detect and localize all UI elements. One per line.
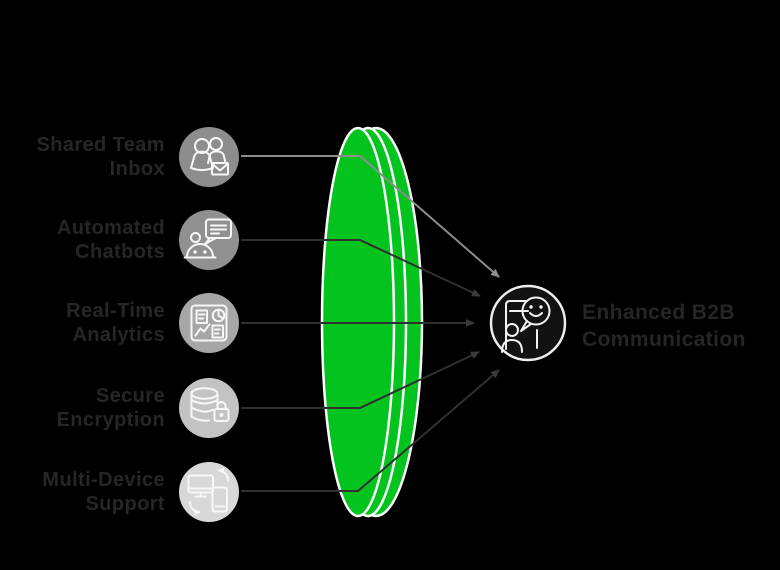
feature-label-real-time-analytics: Real-Time Analytics [66, 299, 165, 347]
chat-bubble-lines [210, 224, 227, 235]
sync-arrow-top [217, 467, 229, 482]
feature-label-shared-team-inbox: Shared Team Inbox [36, 133, 165, 181]
label-line: Automated [56, 217, 165, 239]
b2b-communication-icon [489, 284, 567, 362]
label-line: Chatbots [75, 241, 165, 263]
icon-circle [179, 293, 239, 353]
feature-label-secure-encryption: Secure Encryption [57, 384, 165, 432]
icon-circle [179, 378, 239, 438]
analytics-dashboard-icon [179, 293, 239, 353]
dashboard-trend-line [194, 323, 211, 337]
feature-label-multi-device-support: Multi-Device Support [42, 468, 165, 516]
label-line: Enhanced B2B [582, 301, 735, 324]
phone-outline [505, 300, 527, 350]
sync-arrow-bottom [189, 501, 201, 516]
connector-line-multi-device-support [241, 369, 500, 492]
dashboard-doc-1 [195, 309, 208, 324]
robot-right-eye [203, 250, 207, 254]
back-person-head [209, 137, 223, 151]
envelope [211, 162, 229, 176]
label-line: Analytics [72, 324, 165, 346]
lock-keyhole [219, 413, 224, 417]
database-lock-icon [179, 378, 239, 438]
dashboard-doc-2 [211, 324, 224, 339]
person-shoulders [501, 339, 523, 353]
smiley-left-eye [529, 305, 533, 309]
team-inbox-icon [179, 127, 239, 187]
smartphone [211, 486, 228, 513]
front-person-head [194, 138, 210, 154]
connectors [241, 155, 500, 492]
label-line: Encryption [56, 409, 165, 431]
label-line: Shared Team [36, 134, 165, 156]
robot-dome [186, 243, 214, 258]
chat-bubble [205, 218, 232, 239]
speech-bubble [521, 296, 551, 326]
robot-left-eye [193, 250, 197, 254]
speech-bubble-tail [520, 320, 532, 332]
device-sync-icon [179, 462, 239, 522]
connector-line-secure-encryption [241, 351, 480, 409]
monitor-stand [194, 491, 207, 498]
dashboard-doc-1-lines [198, 313, 206, 320]
database-bottom [190, 415, 210, 422]
label-line: Inbox [109, 158, 165, 180]
label-line: Communication [582, 328, 746, 351]
smiley-right-eye [539, 305, 543, 309]
robot-head [190, 232, 201, 243]
outcome-label-enhanced-b2b-communication: Enhanced B2B Communication [582, 299, 746, 353]
envelope-flap [211, 163, 229, 172]
dashboard-doc-2-lines [214, 328, 221, 335]
chatbot-icon [179, 210, 239, 270]
database-band-1 [190, 399, 219, 405]
dashboard-pie-slices [217, 308, 225, 320]
database-band-2 [190, 406, 214, 413]
lock-shackle [216, 401, 227, 410]
front-person-body [190, 150, 214, 171]
feature-label-automated-chatbots: Automated Chatbots [57, 216, 165, 264]
person-head [505, 323, 519, 337]
label-line: Real-Time [66, 300, 165, 322]
connector-line-automated-chatbots [241, 239, 481, 297]
lock-body [213, 408, 230, 422]
dashboard-frame [190, 304, 228, 342]
connector-line-shared-team-inbox [241, 155, 500, 278]
smiley-mouth [529, 312, 543, 317]
label-line: Support [85, 493, 165, 515]
label-line: Secure [95, 385, 165, 407]
label-line: Multi-Device [42, 469, 165, 491]
